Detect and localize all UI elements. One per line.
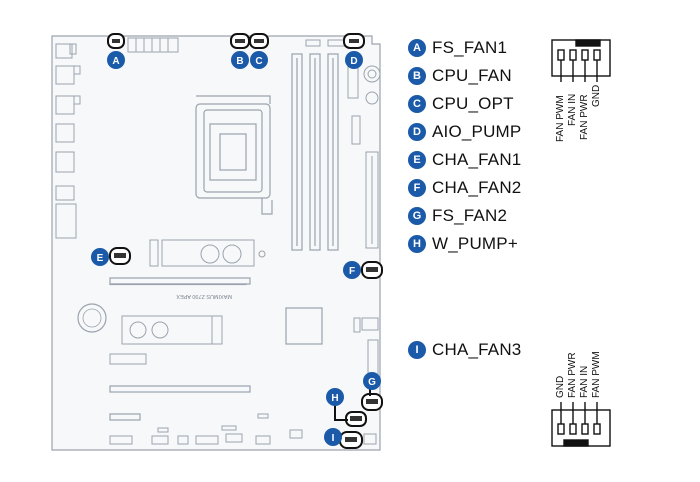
- legend-label: AIO_PUMP: [432, 122, 522, 141]
- pin-label: FAN IN: [579, 365, 590, 398]
- legend-item-cha-fan3: I CHA_FAN3: [408, 338, 521, 362]
- legend-badge: I: [408, 341, 426, 359]
- board-outline: [51, 35, 381, 451]
- legend-label: CPU_OPT: [432, 94, 514, 113]
- board-marker-c: C: [255, 56, 262, 67]
- cmos-battery: [77, 303, 107, 333]
- legend-item-cpu-opt: C CPU_OPT: [408, 92, 514, 116]
- board-marker-i: I: [332, 433, 335, 444]
- pinout-connector-top: [551, 39, 611, 82]
- legend-label: CPU_FAN: [432, 66, 512, 85]
- fan-header-pins: [112, 39, 378, 442]
- pinout-connector-bottom: [551, 402, 611, 447]
- legend-badge: D: [408, 123, 426, 141]
- memory-slots: [291, 53, 339, 251]
- legend-badge: G: [408, 207, 426, 225]
- board-marker-e: E: [97, 253, 104, 264]
- m2-slot-2: [121, 315, 223, 345]
- legend-label: CHA_FAN1: [432, 150, 522, 169]
- pin-label: GND: [591, 84, 602, 107]
- marker-h-leader: [334, 404, 348, 421]
- right-edge-components: [347, 57, 381, 387]
- legend-label: W_PUMP+: [432, 234, 518, 253]
- pin-label: FAN PWR: [579, 94, 590, 140]
- cpu-socket: [195, 95, 273, 215]
- legend-badge: F: [408, 179, 426, 197]
- legend-item-cha-fan2: F CHA_FAN2: [408, 176, 521, 200]
- board-marker-d: D: [350, 56, 357, 67]
- chipset: [285, 307, 323, 345]
- legend-label: CHA_FAN2: [432, 178, 522, 197]
- legend-badge: B: [408, 67, 426, 85]
- legend-item-w-pump: H W_PUMP+: [408, 232, 518, 256]
- board-marker-b: B: [236, 56, 243, 67]
- legend-badge: C: [408, 95, 426, 113]
- pin-label: GND: [555, 375, 566, 398]
- legend-badge: H: [408, 235, 426, 253]
- legend-item-cpu-fan: B CPU_FAN: [408, 64, 512, 88]
- top-header-a: [127, 37, 179, 53]
- legend-badge: A: [408, 39, 426, 57]
- board-marker-a: A: [112, 56, 119, 67]
- board-marker-letters: A B C D E F G H I: [97, 56, 376, 444]
- pcie-slots: [109, 277, 251, 421]
- bottom-headers: [109, 413, 377, 445]
- legend-item-cha-fan1: E CHA_FAN1: [408, 148, 521, 172]
- legend-label: CHA_FAN3: [432, 340, 522, 359]
- board-marker-h: H: [331, 393, 338, 404]
- legend-badge: E: [408, 151, 426, 169]
- legend-item-fs-fan2: G FS_FAN2: [408, 204, 507, 228]
- legend-label: FS_FAN1: [432, 38, 508, 57]
- m2-slot-1: [149, 239, 266, 267]
- pin-label: FAN PWM: [555, 95, 566, 142]
- legend-label: FS_FAN2: [432, 206, 508, 225]
- board-marker-g: G: [368, 377, 376, 388]
- board-marker-f: F: [349, 266, 355, 277]
- pin-label: FAN IN: [567, 93, 578, 126]
- board-markers: [91, 51, 381, 446]
- legend-item-aio-pump: D AIO_PUMP: [408, 120, 521, 144]
- pin-label: FAN PWM: [591, 351, 602, 398]
- board-silkscreen: MAXIMUS Z790 APEX: [176, 293, 232, 299]
- legend-item-fs-fan1: A FS_FAN1: [408, 36, 507, 60]
- pin-label: FAN PWR: [567, 352, 578, 398]
- rear-io-ports: [55, 43, 81, 239]
